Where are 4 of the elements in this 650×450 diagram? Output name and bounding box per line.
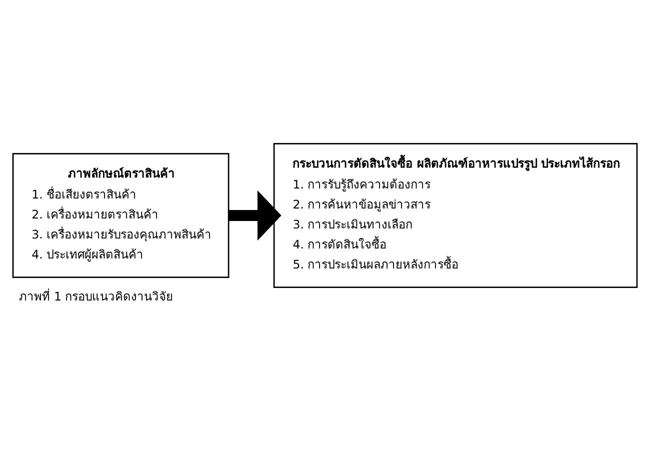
arrow [228,190,282,240]
caption: ภาพที่ 1 กรอบแนวคิดงานวิจัย [19,288,174,303]
node-box: ภาพลักษณ์ตราสินค้า 1. ชื่อเสียงตราสินค้า 2. เครื่องหมายตราสินค้า 3. เครื่องหมายรับรองคุณภาพสินค้า 4. ประเทศผู้ผลิตสินค้า [12,152,230,278]
node-box: กระบวนการตัดสินใจซื้อ ผลิตภัณฑ์อาหารแปรรูป ประเภทไส้กรอก 1. การรับรู้ถึงความต้องการ 2. การค้นหาข้อมูลข่าวสาร 3. การประเมินทางเลือก 4. การตัดสินใจซื้อ 5. การประเมินผลภายหลังการซื้อ [273,142,638,288]
